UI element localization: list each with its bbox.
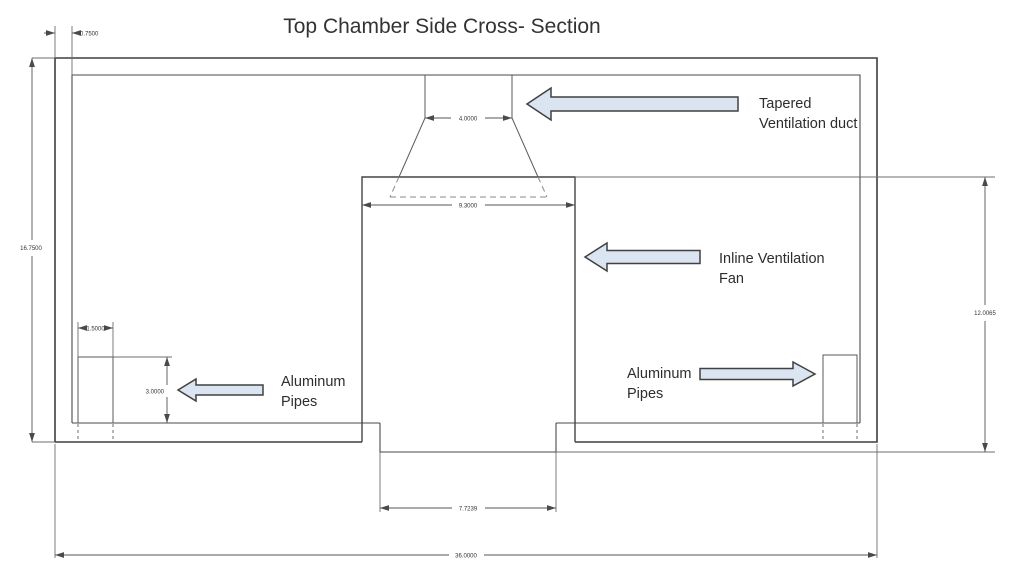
tapered-duct-label-line2: Ventilation duct (759, 116, 857, 132)
pipes-right-label-line1: Aluminum (627, 366, 691, 382)
inline-fan-label-line2: Fan (719, 271, 744, 287)
inline-fan-arrow-icon (583, 241, 701, 273)
dim-chamber-width: 36.0000 (55, 552, 877, 560)
dim-fan-box-width-value: 9.3000 (459, 204, 478, 210)
dim-chamber-height: 16.7500 (20, 58, 43, 442)
tapered-duct-hidden-outline (389, 176, 548, 198)
dim-chamber-height-value: 16.7500 (20, 246, 42, 252)
pipes-left-arrow-icon (176, 377, 264, 403)
dim-fan-box-width: 9.3000 (362, 202, 575, 210)
aluminum-pipe-right (822, 354, 858, 423)
dim-bottom-opening-width-value: 7.7239 (459, 507, 478, 513)
drawing-title: Top Chamber Side Cross- Section (283, 15, 600, 38)
chamber-floor (72, 422, 860, 453)
aluminum-pipe-left (77, 356, 114, 423)
pipes-left-label-line2: Pipes (281, 394, 317, 410)
dim-pipe-width: 1.5000 (78, 325, 113, 333)
dim-duct-top-width-value: 4.0000 (459, 117, 478, 123)
extension-lines (32, 26, 995, 558)
tapered-duct-arrow-icon (525, 86, 739, 122)
tapered-duct-outline (398, 75, 539, 178)
chamber-outer-wall (54, 57, 878, 443)
dim-pipe-height: 3.0000 (146, 357, 170, 423)
fan-housing-box (361, 176, 576, 442)
dim-wall-thickness-value: 0.7500 (80, 32, 99, 38)
dim-chamber-width-value: 36.0000 (455, 554, 477, 560)
dim-right-side-height: 12.0065 (974, 177, 997, 452)
dim-pipe-height-value: 3.0000 (146, 390, 165, 396)
pipes-right-arrow-icon (699, 360, 817, 388)
pipe-hidden-lines (77, 424, 858, 441)
dim-wall-thickness: 0.7500 (44, 30, 99, 38)
dim-duct-top-width: 4.0000 (425, 115, 512, 123)
pipes-right-label-line2: Pipes (627, 386, 663, 402)
dim-pipe-width-value: 1.5000 (86, 327, 105, 333)
inline-fan-label-line1: Inline Ventilation (719, 251, 825, 267)
tapered-duct-label-line1: Tapered (759, 96, 811, 112)
chamber-inner-wall (71, 74, 861, 423)
pipes-left-label-line1: Aluminum (281, 374, 345, 390)
dim-bottom-opening-width: 7.7239 (380, 505, 556, 513)
dim-right-side-height-value: 12.0065 (974, 311, 996, 317)
